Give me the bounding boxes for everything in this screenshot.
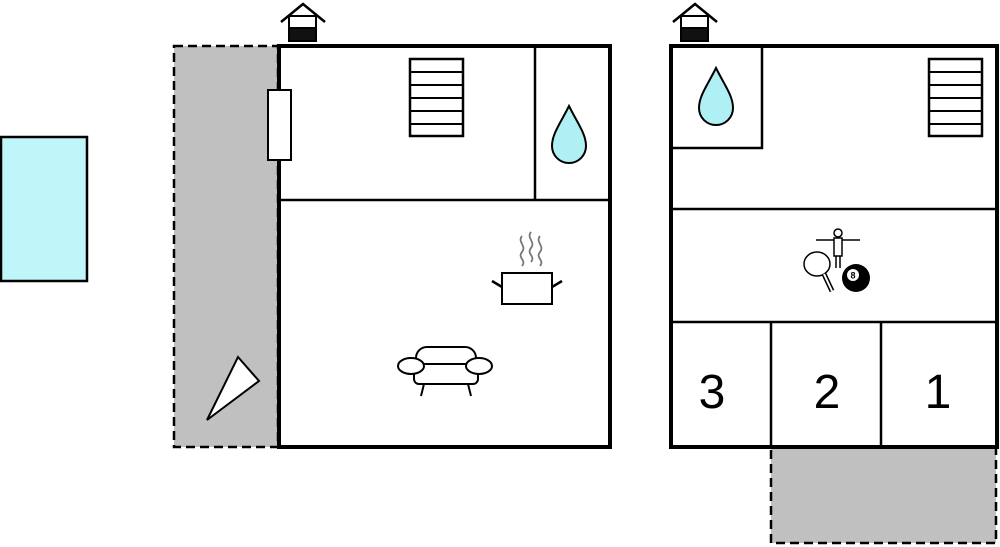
- house-entrance-icon: [672, 2, 718, 42]
- bedroom-number-3: 3: [699, 366, 726, 419]
- foosball-pingpong-billiards-icon: 8: [803, 228, 870, 293]
- stairs-icon: [927, 57, 984, 138]
- pool: [0, 135, 89, 283]
- upper-bathroom-walls: [671, 46, 764, 150]
- terrace-right: [769, 445, 998, 545]
- north-arrow-icon: [206, 355, 261, 421]
- bedroom-number-1: 1: [925, 366, 952, 419]
- window-icon: [267, 89, 292, 161]
- bedroom-number-2: 2: [814, 366, 841, 419]
- cooking-pot-icon: [491, 231, 563, 305]
- stairs-icon: [408, 57, 465, 138]
- sofa-icon: [397, 346, 493, 397]
- ground-floor: [267, 2, 612, 449]
- svg-text:8: 8: [850, 271, 855, 281]
- upper-floor: 8 3 2 1: [669, 2, 999, 545]
- water-drop-icon: [697, 65, 735, 126]
- water-drop-icon: [550, 103, 588, 164]
- house-entrance-icon: [280, 2, 326, 42]
